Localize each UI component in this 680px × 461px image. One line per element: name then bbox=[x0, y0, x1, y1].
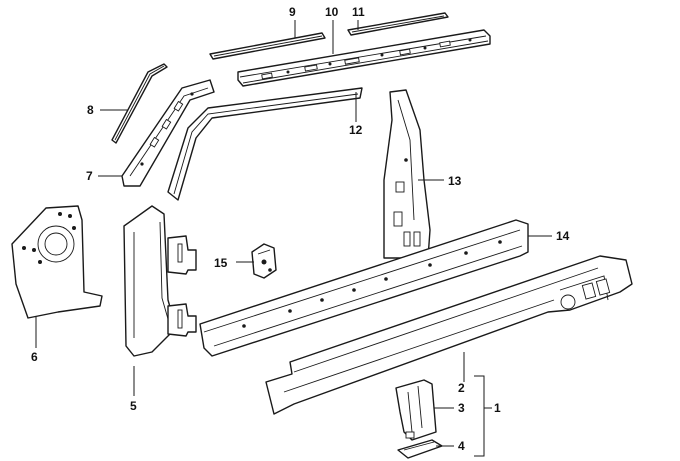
callout-13: 13 bbox=[448, 174, 462, 188]
part-14-inner-sill bbox=[199, 219, 529, 357]
callout-10: 10 bbox=[325, 5, 339, 19]
part-12-door-frame bbox=[167, 87, 363, 201]
part-15-bracket bbox=[251, 243, 277, 279]
part-3-jack-bracket bbox=[395, 379, 437, 441]
callout-4: 4 bbox=[458, 439, 465, 453]
callout-15: 15 bbox=[214, 256, 228, 270]
part-11-moulding-strip bbox=[347, 12, 449, 36]
callout-2: 2 bbox=[458, 381, 465, 395]
part-5-hinge-pillar bbox=[123, 205, 197, 357]
part-9-roof-moulding bbox=[209, 32, 326, 60]
part-4-plate bbox=[397, 439, 443, 459]
callout-11: 11 bbox=[352, 5, 365, 19]
part-8-pillar-strip bbox=[111, 63, 168, 144]
part-7-a-pillar bbox=[121, 79, 215, 187]
callout-9: 9 bbox=[289, 5, 296, 19]
callout-12: 12 bbox=[349, 123, 363, 137]
callout-labels: 1 2 3 4 5 6 7 8 9 10 11 12 13 14 15 bbox=[31, 5, 570, 453]
callout-7: 7 bbox=[86, 169, 93, 183]
callout-3: 3 bbox=[458, 401, 465, 415]
leader-lines bbox=[35, 20, 552, 457]
callout-6: 6 bbox=[31, 350, 38, 364]
part-2-rocker-panel bbox=[265, 255, 633, 415]
part-13-b-pillar bbox=[383, 89, 431, 259]
callout-1: 1 bbox=[494, 401, 501, 415]
callout-5: 5 bbox=[130, 399, 137, 413]
part-6-bulkhead-panel bbox=[11, 205, 103, 319]
callout-14: 14 bbox=[556, 229, 570, 243]
callout-8: 8 bbox=[87, 103, 94, 117]
part-10-roof-rail bbox=[237, 29, 491, 87]
